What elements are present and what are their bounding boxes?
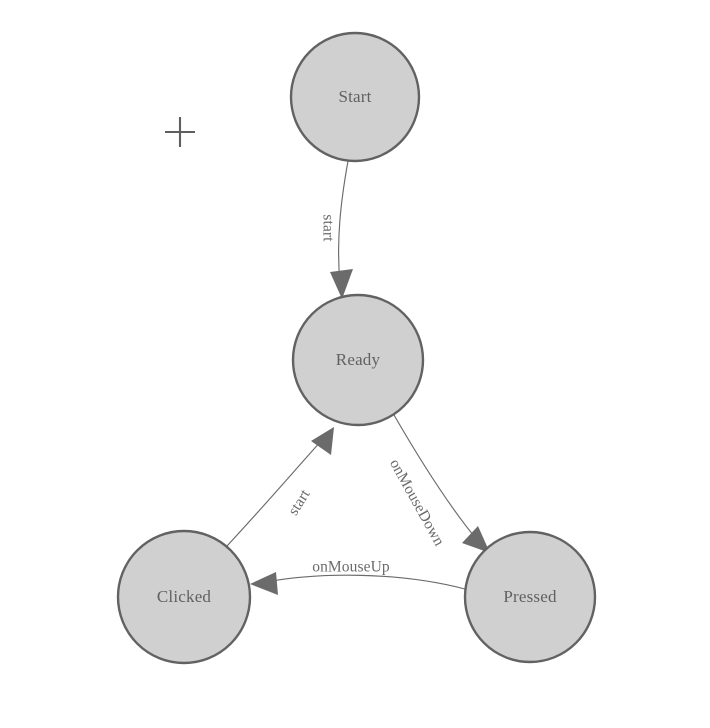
edge-arrowhead [330, 269, 353, 299]
nodes-layer: Start Ready Clicked Pressed [116, 31, 597, 665]
crosshair-icon[interactable] [165, 117, 195, 147]
node-circle [289, 31, 421, 163]
node-clicked[interactable]: Clicked [116, 529, 252, 665]
node-circle [463, 530, 597, 664]
edge-arrowhead [311, 427, 334, 455]
node-label: Clicked [157, 587, 212, 606]
node-start[interactable]: Start [289, 31, 421, 163]
edge-path [338, 160, 349, 284]
edge-clicked-to-ready[interactable]: start [226, 427, 334, 547]
node-label: Pressed [503, 587, 557, 606]
edge-arrowhead [462, 526, 490, 553]
edge-arrowhead [250, 572, 278, 595]
edge-label-pressed-clicked: onMouseUp [312, 559, 390, 576]
edge-pressed-to-clicked[interactable]: onMouseUp [250, 559, 466, 595]
edge-path [393, 414, 479, 542]
edge-start-to-ready[interactable]: start [319, 160, 353, 299]
node-circle [116, 529, 252, 665]
edge-path [265, 574, 466, 590]
edge-label-start-ready: start [319, 214, 336, 242]
edge-path [226, 439, 323, 547]
node-ready[interactable]: Ready [291, 293, 425, 427]
edge-label-clicked-ready: start [285, 486, 314, 519]
node-label: Start [338, 87, 371, 106]
edge-label-ready-pressed: onMouseDown [386, 456, 448, 549]
node-circle [291, 293, 425, 427]
edge-ready-to-pressed[interactable]: onMouseDown [386, 414, 490, 553]
node-pressed[interactable]: Pressed [463, 530, 597, 664]
node-label: Ready [336, 350, 381, 369]
